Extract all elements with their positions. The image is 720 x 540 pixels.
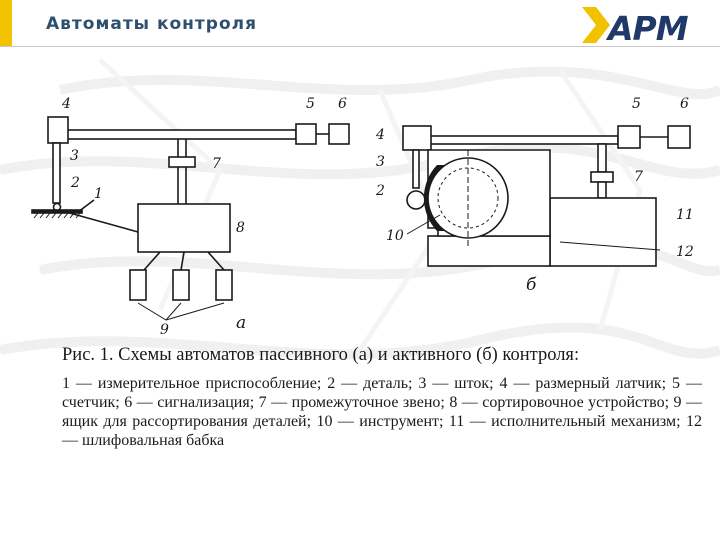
a-sorting-device [137, 203, 231, 253]
label-a-5: 5 [306, 96, 315, 112]
diagram-b [402, 125, 691, 267]
label-a-7: 7 [212, 156, 221, 172]
a-intermediate-link [168, 156, 196, 168]
label-a-9: 9 [160, 322, 169, 338]
b-leader-10 [406, 214, 441, 235]
b-size-sensor-box [402, 125, 432, 151]
control-automata-diagram: 4 3 2 1 5 6 7 8 9 а 4 3 2 10 5 6 7 11 12… [31, 96, 694, 338]
label-a-1: 1 [94, 186, 103, 202]
letter-b: б [526, 275, 537, 295]
b-stem-bottom [597, 181, 607, 199]
label-b-3: 3 [376, 154, 385, 170]
label-b-11: 11 [676, 207, 694, 223]
slide-title: Автоматы контроля [46, 14, 257, 34]
a-main-beam [61, 129, 297, 140]
figure-caption: Рис. 1. Схемы автоматов пассивного (а) и… [62, 345, 702, 450]
caption-legend: 1 — измерительное приспособление; 2 — де… [62, 375, 702, 449]
a-bin-2 [172, 269, 190, 301]
b-tool-hatch [423, 165, 445, 231]
a-chute-left [143, 251, 161, 271]
header-divider [0, 46, 720, 47]
label-b-5: 5 [632, 96, 641, 112]
label-a-2: 2 [70, 175, 80, 191]
label-b-6: 6 [680, 96, 689, 112]
a-rod [52, 142, 61, 204]
diagram-a [31, 116, 350, 321]
a-signal-line [65, 211, 139, 233]
slide-header: Автоматы контроля АРМ [0, 0, 720, 50]
label-b-12: 12 [676, 244, 694, 260]
a-size-sensor-box [47, 116, 69, 144]
label-a-8: 8 [236, 220, 245, 236]
label-b-10: 10 [386, 228, 404, 244]
a-leader-9-right [165, 302, 225, 321]
diagram-a-labels: 4 3 2 1 5 6 7 8 9 а [61, 96, 347, 338]
b-intermediate-link [590, 171, 614, 183]
a-chute-middle [180, 251, 185, 271]
b-wheel-inner [437, 167, 499, 229]
logo-chevron-icon [582, 7, 610, 43]
b-executive-mechanism [549, 197, 657, 267]
a-signal [328, 123, 350, 145]
a-bin-3 [215, 269, 233, 301]
label-a-3: 3 [70, 148, 79, 164]
label-b-2: 2 [375, 183, 385, 199]
header-accent-bar [0, 0, 12, 46]
b-rod [412, 149, 420, 189]
a-counter [295, 123, 317, 145]
b-main-beam [427, 135, 619, 145]
diagram-b-labels: 4 3 2 10 5 6 7 11 12 б [375, 96, 694, 295]
label-b-7: 7 [634, 169, 643, 185]
arm-logo: АРМ [580, 4, 712, 48]
a-leader-1 [77, 199, 95, 213]
letter-a: а [236, 313, 246, 333]
b-signal [667, 125, 691, 149]
b-stem-top [597, 143, 607, 173]
a-bin-1 [129, 269, 147, 301]
logo-text: АРМ [608, 9, 689, 48]
b-part [406, 190, 426, 210]
label-a-6: 6 [338, 96, 347, 112]
a-chute-right [207, 251, 225, 271]
label-a-4: 4 [61, 96, 71, 112]
b-grinding-base [427, 235, 551, 267]
a-part-base [31, 209, 83, 214]
label-b-4: 4 [375, 127, 385, 143]
caption-title: Рис. 1. Схемы автоматов пассивного (а) и… [62, 345, 580, 365]
b-leader-12 [559, 241, 661, 251]
b-counter [617, 125, 641, 149]
